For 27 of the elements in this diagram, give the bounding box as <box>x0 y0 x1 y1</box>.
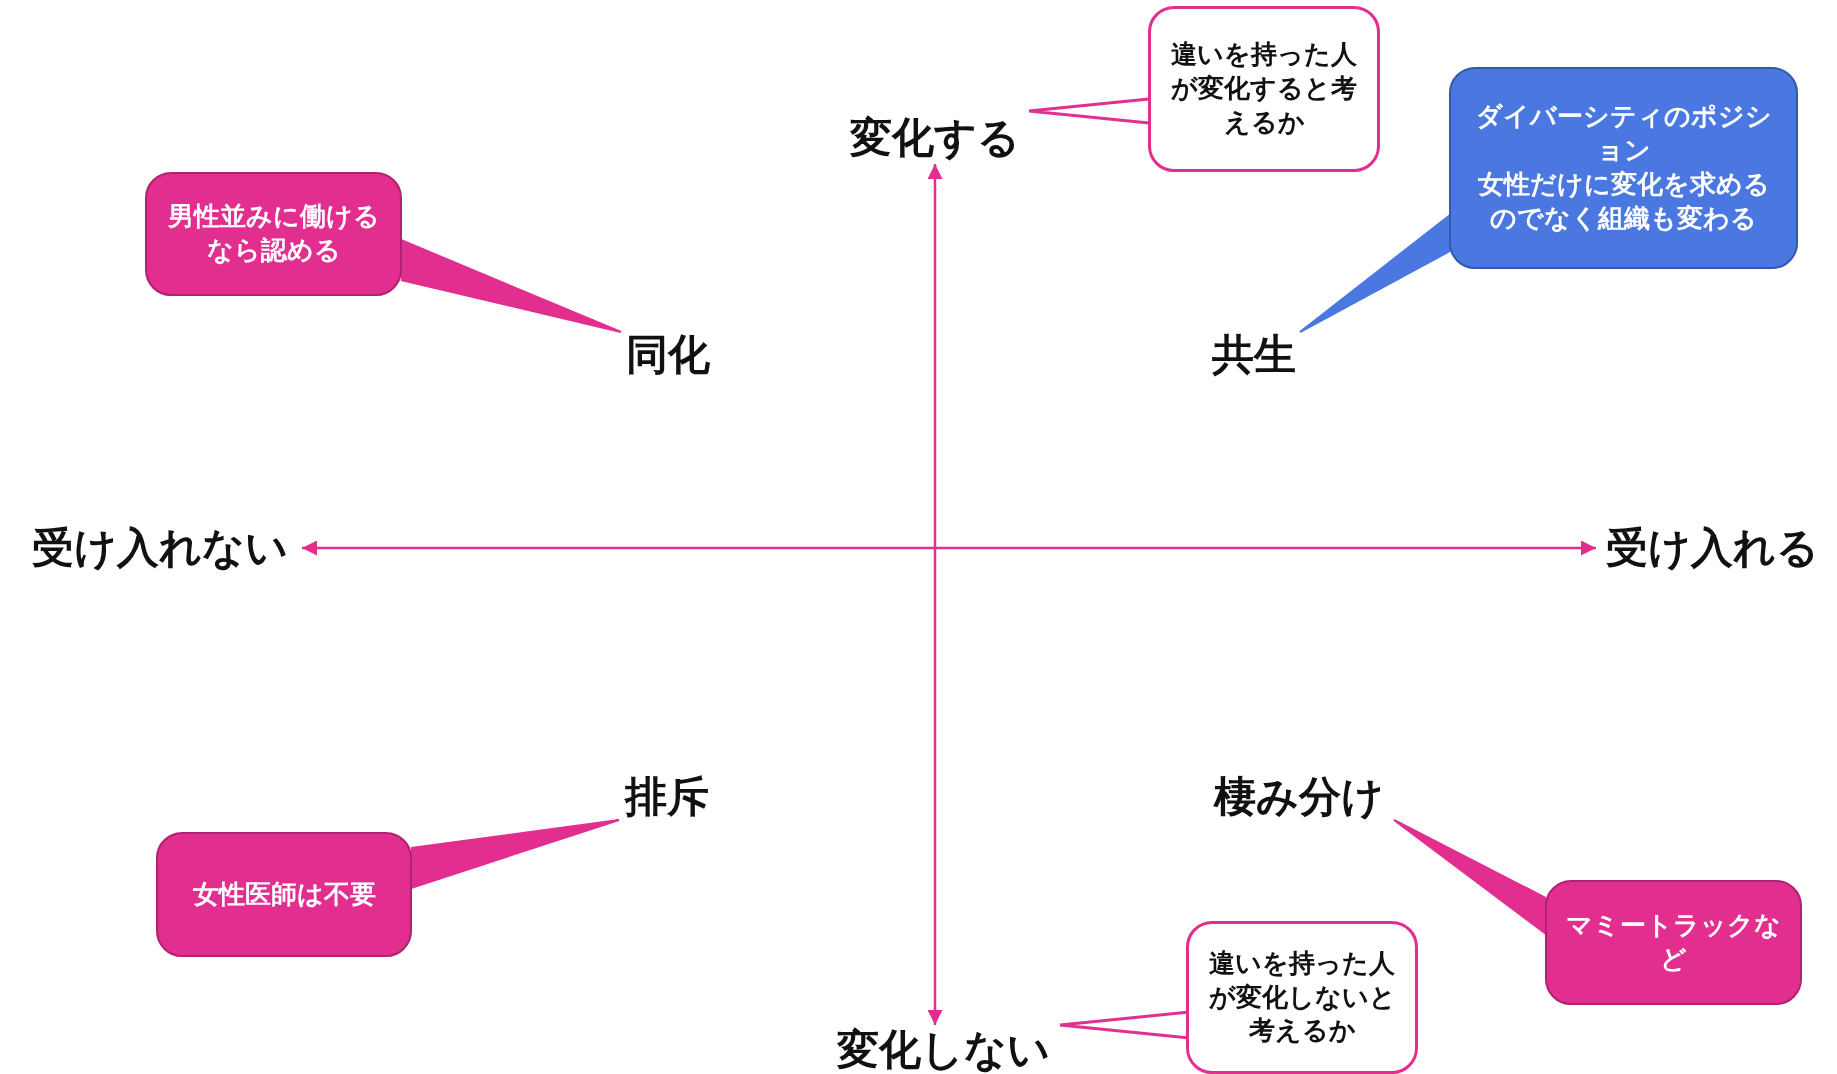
speech-bubble <box>145 172 402 296</box>
speech-bubble <box>1545 880 1802 1005</box>
bubble-text: 違いを持った人が変化しないと考えるか <box>1207 946 1397 1048</box>
bubble-text: 違いを持った人が変化すると考えるか <box>1170 38 1358 139</box>
quadrant-label: 棲み分け <box>1204 773 1394 820</box>
quadrant-label: 排斥 <box>619 773 715 820</box>
speech-bubble <box>156 832 412 957</box>
bubble-text: 女性医師は不要 <box>192 877 376 911</box>
speech-bubble <box>1186 921 1418 1074</box>
speech-bubble <box>1148 6 1380 172</box>
axis-label: 受け入れない <box>18 521 302 575</box>
callout-tail <box>1299 214 1451 333</box>
bubble-text: 女性だけに変化を求めるのでなく組織も変わる <box>1476 168 1771 235</box>
callout-tail <box>1393 819 1547 935</box>
callout-tail <box>410 819 620 889</box>
bubble-text: ダイバーシティのポジション <box>1474 100 1773 168</box>
axis-label: 変化しない <box>826 1025 1060 1074</box>
callout-tail <box>400 239 622 333</box>
quadrant-label: 同化 <box>621 332 715 377</box>
speech-bubble <box>1449 67 1798 269</box>
bubble-text: マミートラックなど <box>1565 908 1782 976</box>
axis-arrow <box>927 164 943 1025</box>
axis-arrow <box>302 540 1596 556</box>
bubble-text: 男性並みに働けるなら認める <box>166 200 381 267</box>
axis-label: 受け入れる <box>1596 521 1828 575</box>
quadrant-label: 共生 <box>1207 332 1300 377</box>
axis-label: 変化する <box>841 111 1029 164</box>
